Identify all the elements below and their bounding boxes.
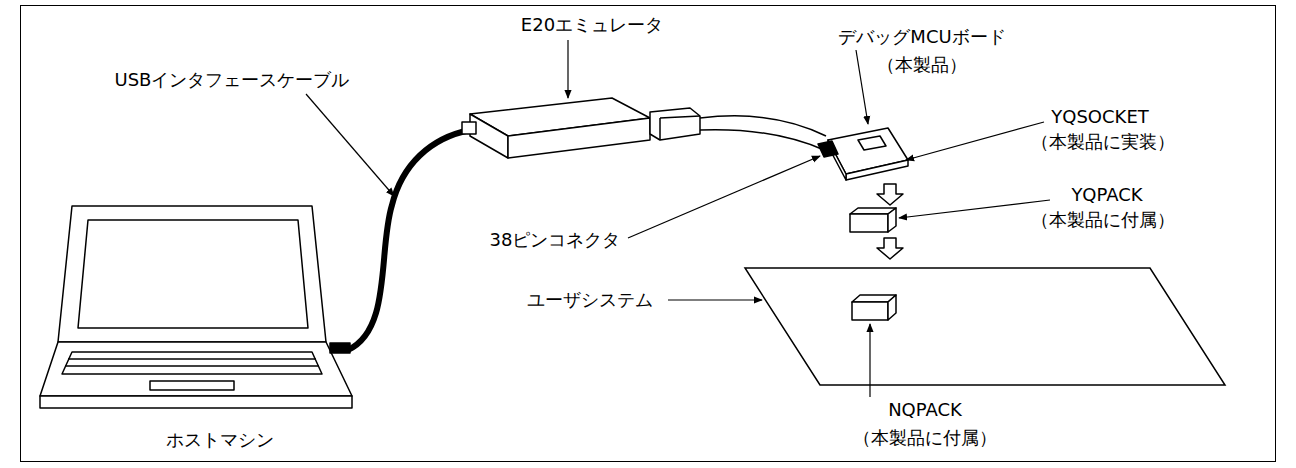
nqpack-illustration — [852, 295, 896, 320]
part-note: （本製品に実装） — [1029, 131, 1177, 153]
user-system-board — [745, 268, 1225, 385]
frame-border — [21, 6, 1276, 462]
part-note: （本製品） — [875, 54, 969, 76]
part-label: デバッグMCUボード — [836, 26, 1007, 48]
laptop-illustration — [40, 206, 352, 408]
part-label: ユーザシステム — [525, 289, 655, 311]
debug-board-illustration — [818, 128, 908, 180]
emulator-illustration — [462, 98, 700, 158]
part-note: （本製品に付属） — [851, 427, 999, 449]
part-label: YQSOCKET — [1049, 106, 1151, 128]
part-label: USBインタフェースケーブル — [113, 69, 352, 91]
leader-arrow — [306, 40, 1050, 397]
part-label: E20エミュレータ — [519, 14, 665, 36]
flat-cable — [700, 116, 826, 150]
part-note: （本製品に付属） — [1029, 209, 1177, 231]
part-label: NQPACK — [886, 399, 964, 421]
part-label: ホストマシン — [164, 429, 276, 451]
part-label: YQPACK — [1069, 184, 1144, 206]
yqpack-illustration — [850, 208, 896, 232]
part-label: 38ピンコネクタ — [488, 229, 623, 251]
